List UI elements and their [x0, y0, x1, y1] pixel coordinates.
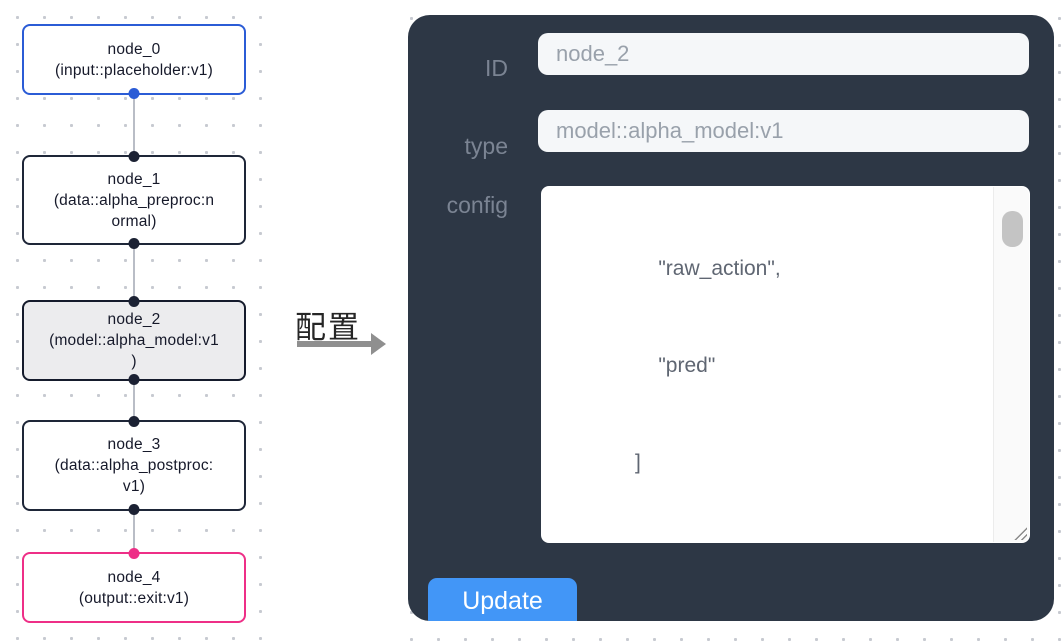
node-subtitle: ormal): [111, 212, 157, 230]
node-title: node_0: [107, 40, 161, 58]
node-subtitle: (data::alpha_preproc:n: [53, 191, 215, 209]
graph-node-node_2-selected[interactable]: node_2 (model::alpha_model:v1 ): [22, 296, 246, 385]
edge-node1-node2: [133, 245, 135, 300]
node-title: node_4: [107, 568, 161, 586]
edge-node3-node4: [133, 511, 135, 552]
id-field-label: ID: [485, 55, 508, 81]
config-json-content: "raw_action", "pred" ] }, "trace": { "sc…: [565, 256, 781, 475]
graph-node-node_4[interactable]: node_4 (output::exit:v1): [22, 548, 246, 623]
type-field-label: type: [464, 133, 508, 159]
id-input[interactable]: [538, 33, 1029, 75]
node2-source-handle[interactable]: [128, 374, 140, 385]
node3-source-handle[interactable]: [128, 504, 140, 515]
node0-source-handle[interactable]: [128, 88, 140, 99]
arrow-icon: [297, 341, 371, 347]
type-input[interactable]: [538, 110, 1029, 152]
node3-target-handle[interactable]: [128, 416, 140, 427]
node2-target-handle[interactable]: [128, 296, 140, 307]
node-config-panel: ID type config "raw_action", "pred" ] },…: [408, 15, 1054, 621]
flow-canvas[interactable]: node_0 (input::placeholder:v1) node_1 (d…: [0, 0, 272, 643]
arrow-head-icon: [371, 333, 386, 355]
edge-node0-node1: [133, 95, 135, 155]
node1-source-handle[interactable]: [128, 238, 140, 249]
node1-target-handle[interactable]: [128, 151, 140, 162]
graph-node-node_3[interactable]: node_3 (data::alpha_postproc: v1): [22, 416, 246, 515]
update-button[interactable]: Update: [428, 578, 577, 621]
node-subtitle: (model::alpha_model:v1: [49, 332, 219, 349]
node-title: node_3: [107, 436, 161, 453]
node-title: node_2: [107, 311, 161, 328]
node4-target-handle[interactable]: [128, 548, 140, 559]
config-scrollbar-thumb[interactable]: [1002, 211, 1023, 247]
config-textarea[interactable]: "raw_action", "pred" ] }, "trace": { "sc…: [541, 186, 1030, 543]
edge-node2-node3: [133, 381, 135, 420]
node-subtitle: v1): [122, 478, 146, 495]
graph-node-node_0[interactable]: node_0 (input::placeholder:v1): [22, 24, 246, 99]
node-subtitle: (input::placeholder:v1): [55, 61, 213, 79]
node-title: node_1: [107, 170, 161, 188]
node-subtitle: ): [131, 353, 137, 370]
graph-node-node_1[interactable]: node_1 (data::alpha_preproc:n ormal): [22, 151, 246, 249]
node-subtitle: (output::exit:v1): [78, 589, 190, 607]
node-subtitle: (data::alpha_postproc:: [54, 457, 214, 474]
config-field-label: config: [446, 192, 508, 218]
config-annotation-label: 配置: [295, 310, 361, 345]
